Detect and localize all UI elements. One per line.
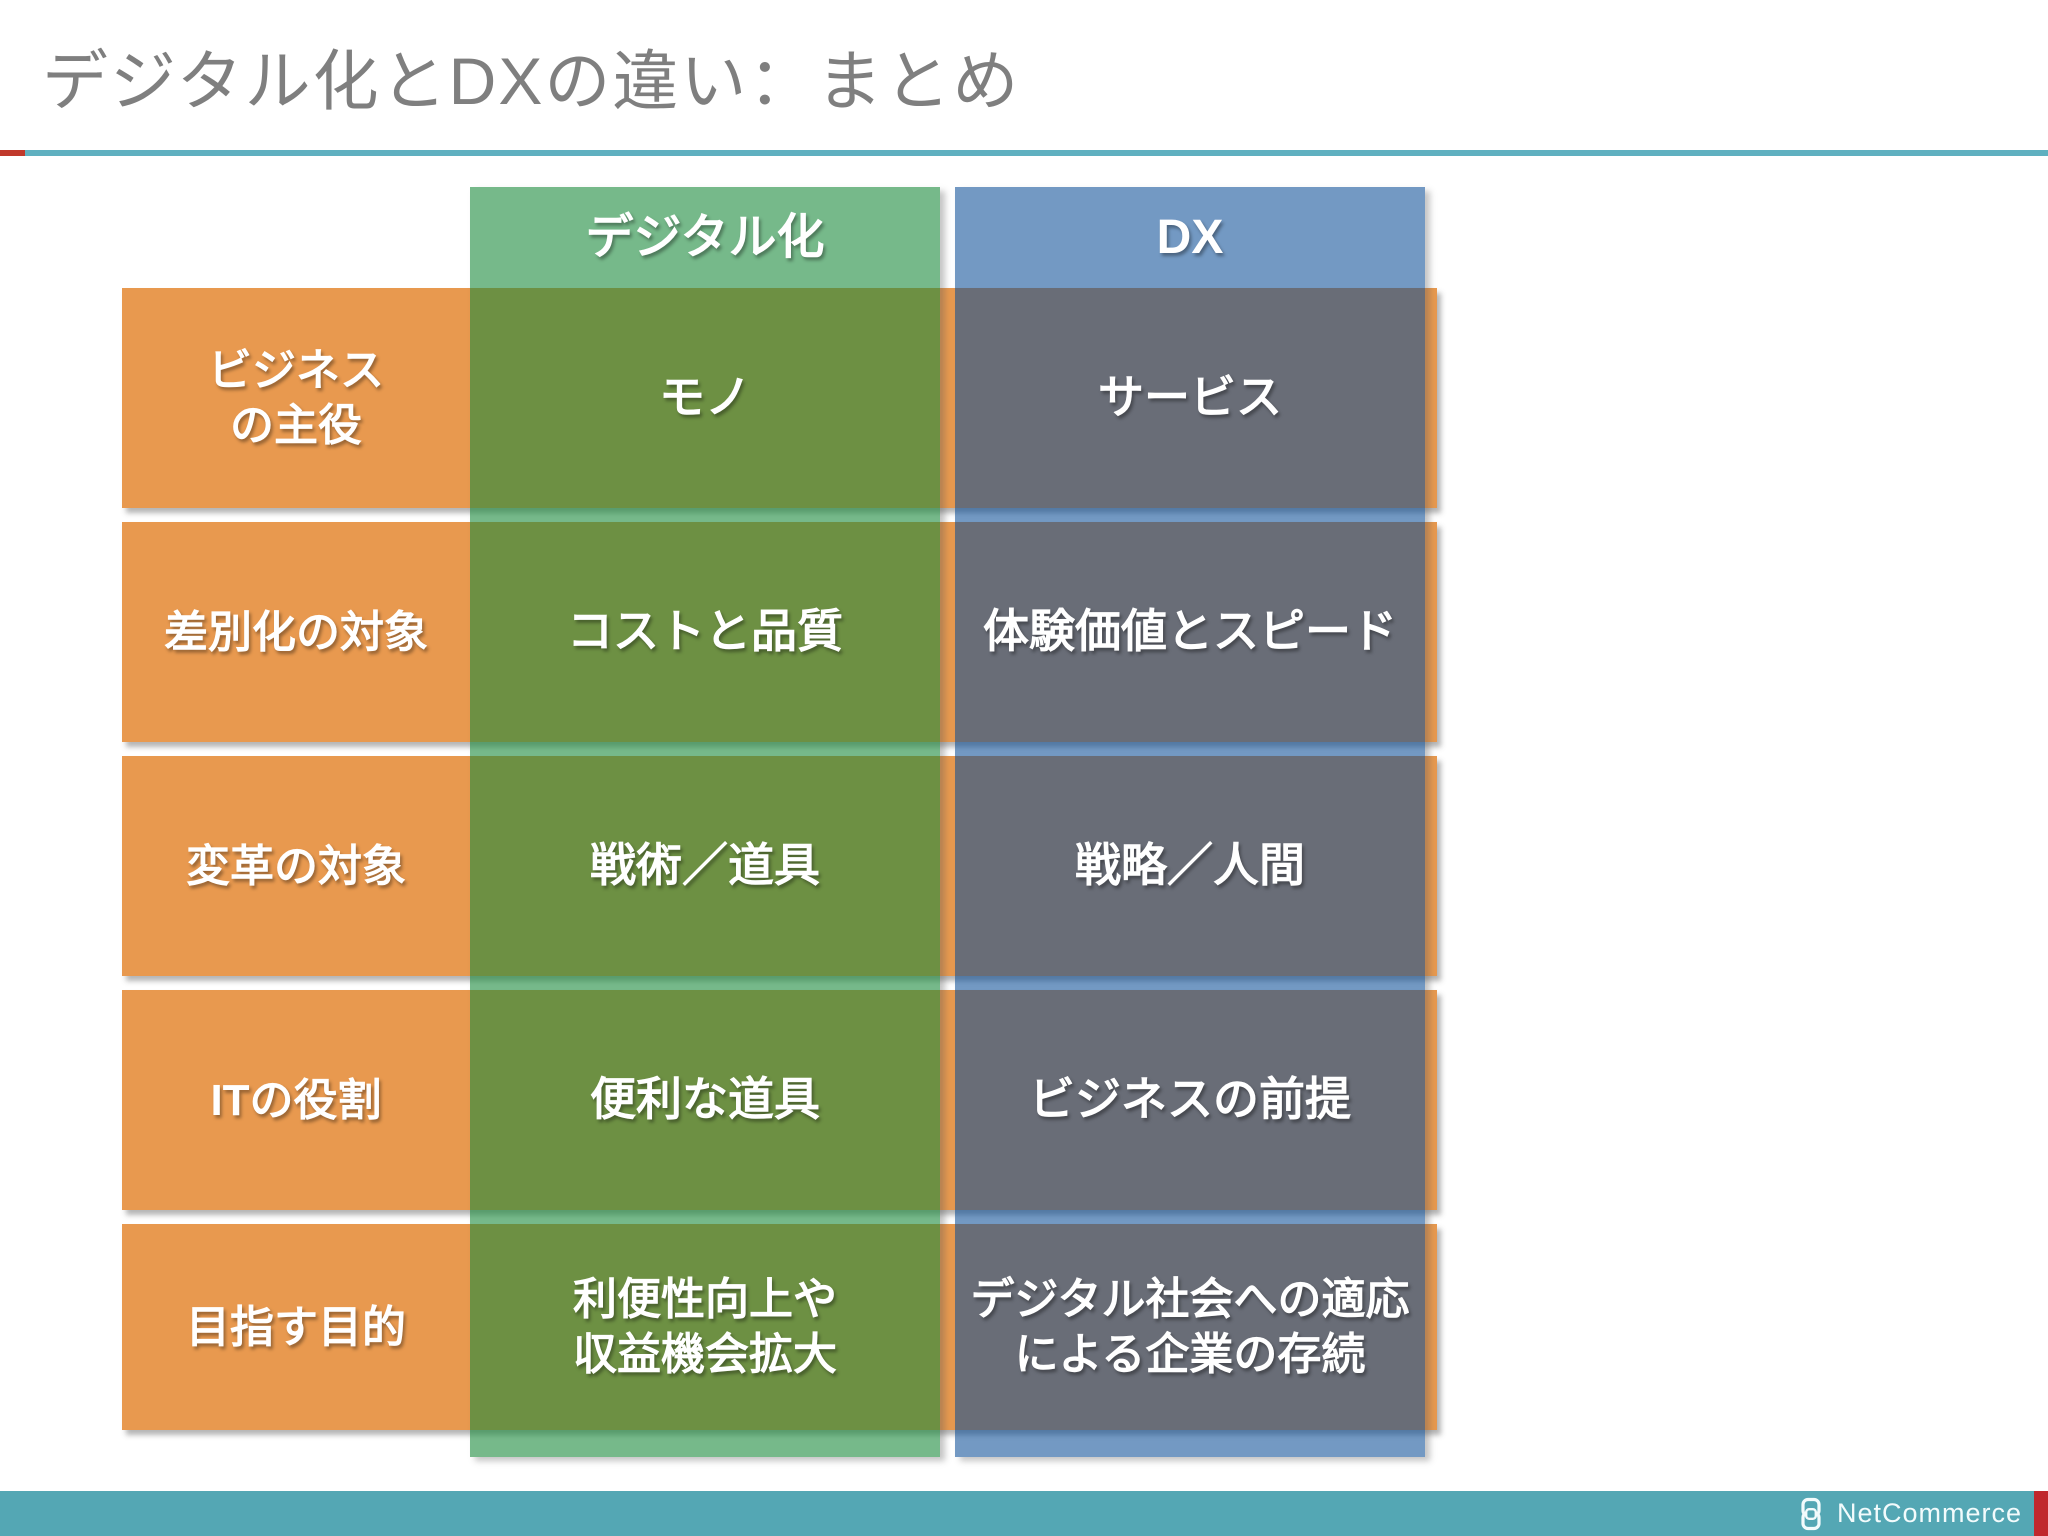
brand: NetCommerce <box>1793 1491 2022 1536</box>
netcommerce-logo-icon <box>1801 1497 1821 1530</box>
cell-business-lead-dx: サービス <box>1098 371 1282 424</box>
row-header-it-role: ITの役割 <box>210 1075 382 1125</box>
brand-name: NetCommerce <box>1836 1498 2022 1528</box>
row-header-differentiation: 差別化の対象 <box>164 607 428 657</box>
column-header-digitalization: デジタル化 <box>585 210 825 264</box>
cell-transformation-dx: 戦略／人間 <box>1075 839 1305 892</box>
row-header-goal: 目指す目的 <box>186 1302 406 1352</box>
cell-differentiation-digitalization: コストと品質 <box>567 605 843 658</box>
title-underline <box>0 150 2048 156</box>
row-header-transformation-target: 変革の対象 <box>186 841 406 891</box>
footer-bar: NetCommerce <box>0 1491 2048 1536</box>
page-title: デジタル化とDXの違い：まとめ <box>42 44 1021 118</box>
cell-it-role-dx: ビジネスの前提 <box>1029 1073 1351 1126</box>
cell-transformation-digitalization: 戦術／道具 <box>590 839 820 892</box>
cell-it-role-digitalization: 便利な道具 <box>590 1073 820 1126</box>
row-header-business-lead: ビジネス の主役 <box>208 346 384 450</box>
column-digitalization <box>470 187 940 1457</box>
column-dx <box>955 187 1425 1457</box>
footer-accent-block <box>2034 1491 2048 1536</box>
cell-differentiation-dx: 体験価値とスピード <box>983 605 1397 658</box>
cell-business-lead-digitalization: モノ <box>659 371 751 424</box>
column-header-dx: DX <box>1156 210 1224 264</box>
cell-goal-digitalization: 利便性向上や 収益機会拡大 <box>573 1275 837 1379</box>
cell-goal-dx: デジタル社会への適応 による企業の存続 <box>970 1275 1410 1379</box>
title-underline-accent <box>0 150 25 156</box>
